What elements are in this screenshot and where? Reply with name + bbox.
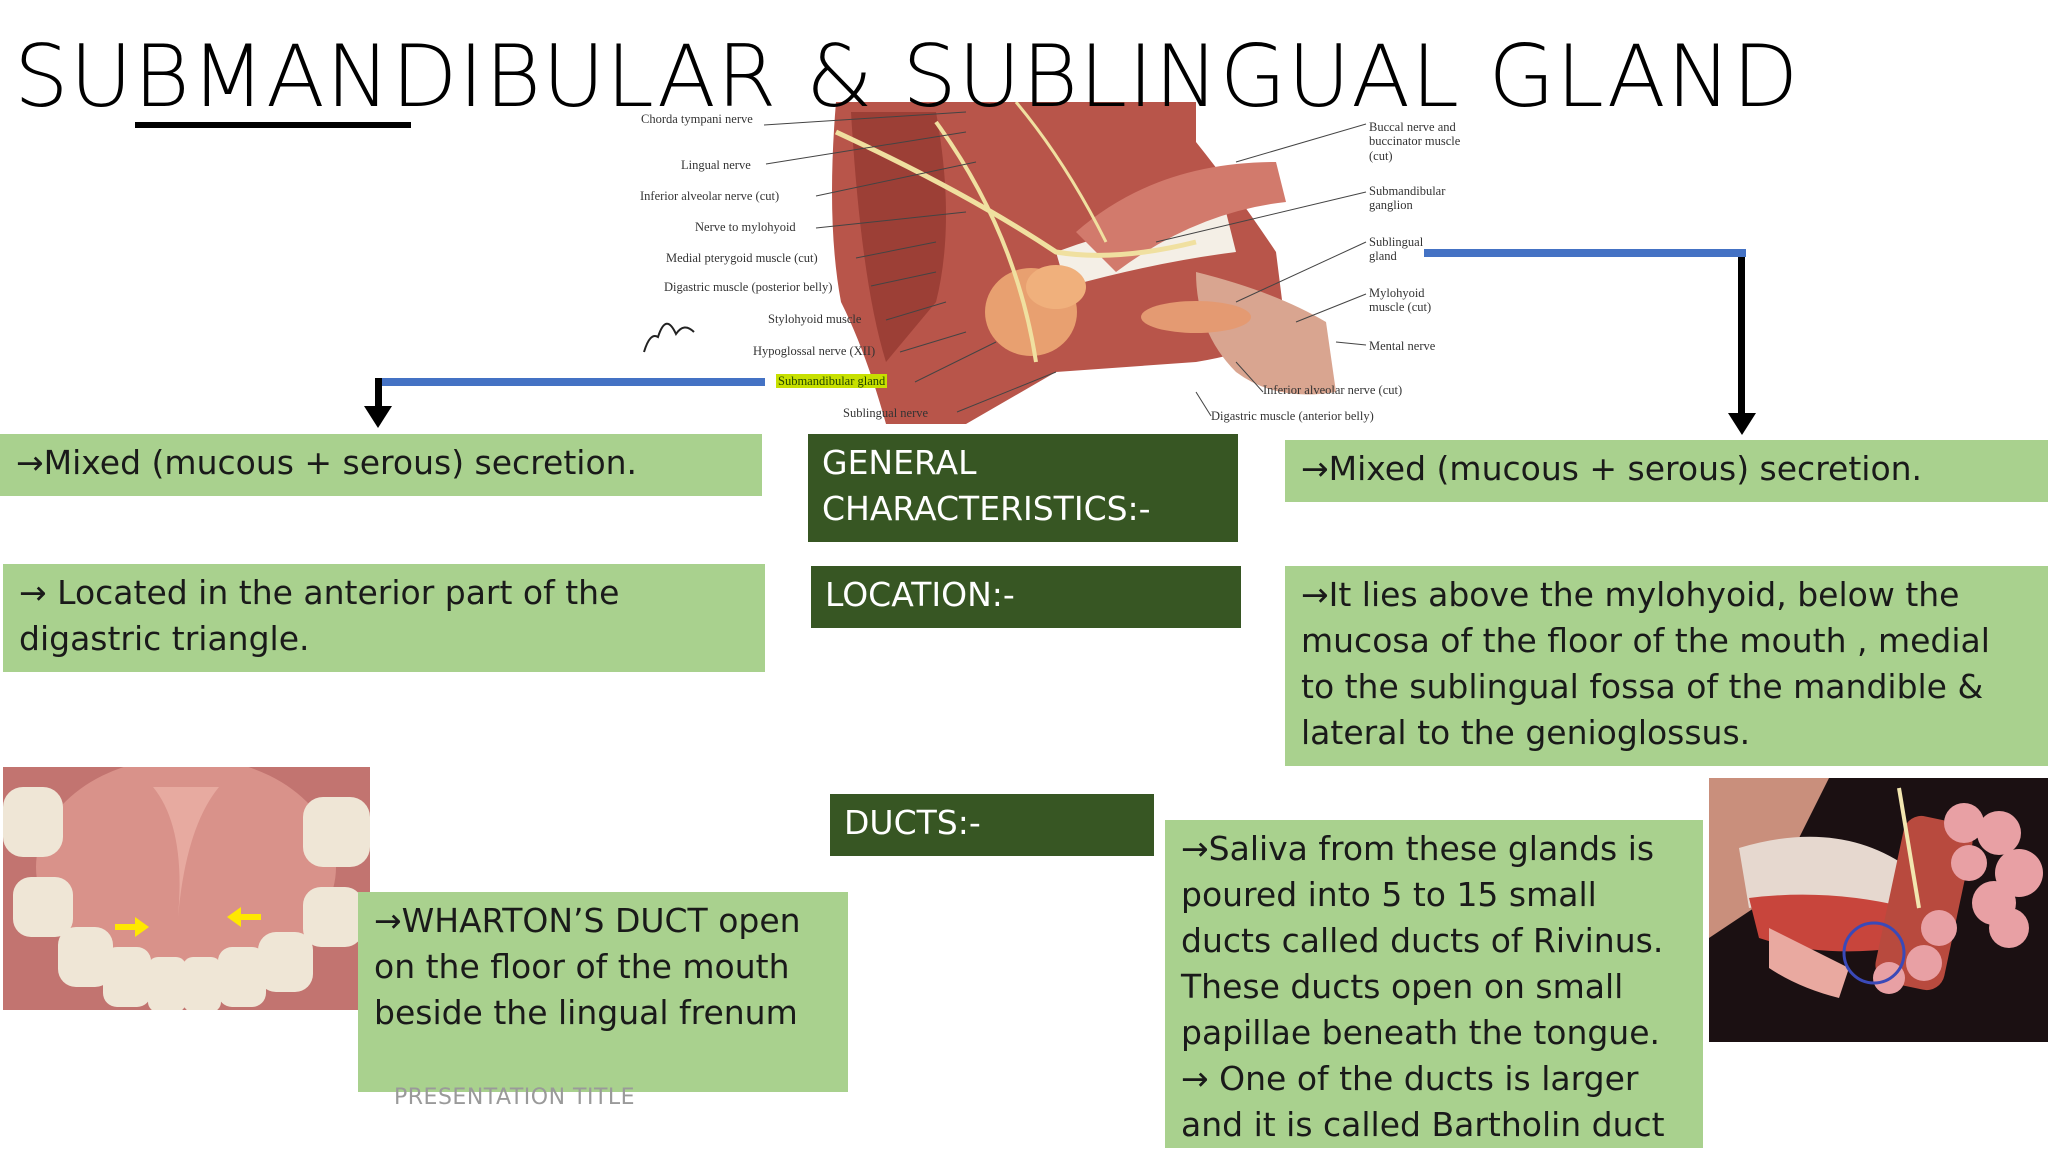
floor-of-mouth-drawing xyxy=(3,767,370,1010)
label-nerve-to-mylohyoid: Nerve to mylohyoid xyxy=(695,220,796,234)
label-medial-pterygoid: Medial pterygoid muscle (cut) xyxy=(666,251,818,265)
label-mental-nerve: Mental nerve xyxy=(1369,339,1436,353)
left-connector-line xyxy=(375,378,765,386)
label-inferior-alveolar-nerve-right: Inferior alveolar nerve (cut) xyxy=(1263,383,1403,397)
label-sublingual-nerve: Sublingual nerve xyxy=(843,406,929,420)
label-sublingual-gland: Sublingual gland xyxy=(1369,235,1424,264)
sublingual-gland-illustration xyxy=(1709,778,2048,1042)
head-neck-dissection-drawing xyxy=(643,102,1367,424)
label-chorda-tympani: Chorda tympani nerve xyxy=(641,112,753,126)
right-connector-line xyxy=(1424,249,1746,257)
sublingual-secretion-box: →Mixed (mucous + serous) secretion. xyxy=(1285,440,2048,502)
left-arrow-head xyxy=(364,406,392,428)
sublingual-location-box: →It lies above the mylohyoid, below the … xyxy=(1285,566,2048,766)
general-characteristics-heading: GENERAL CHARACTERISTICS:- xyxy=(808,434,1238,542)
right-arrow-marker xyxy=(115,917,149,937)
label-lingual-nerve: Lingual nerve xyxy=(681,158,751,172)
wharton-duct-box: →WHARTON’S DUCT open on the floor of the… xyxy=(358,892,848,1092)
label-stylohyoid: Stylohyoid muscle xyxy=(768,312,862,326)
floor-of-mouth-photo xyxy=(3,767,370,1010)
left-arrow-stem xyxy=(375,378,382,408)
rivinus-text: →Saliva from these glands is poured into… xyxy=(1181,829,1664,1052)
ducts-heading: DUCTS:- xyxy=(830,794,1154,856)
label-digastric-posterior: Digastric muscle (posterior belly) xyxy=(664,280,833,294)
footer-presentation-title: PRESENTATION TITLE xyxy=(394,1085,636,1110)
slide-title: SUBMANDIBULAR & SUBLINGUAL GLAND xyxy=(14,27,1800,127)
label-submandibular-gland: Submandibular gland xyxy=(776,374,888,389)
bartholin-text: → One of the ducts is larger and it is c… xyxy=(1181,1059,1665,1144)
label-digastric-anterior: Digastric muscle (anterior belly) xyxy=(1211,409,1374,423)
right-arrow-stem xyxy=(1738,257,1745,415)
label-mylohyoid: Mylohyoid muscle (cut) xyxy=(1369,286,1432,315)
title-underline xyxy=(135,122,411,128)
location-heading: LOCATION:- xyxy=(811,566,1241,628)
anatomy-illustration: Chorda tympani nerve Lingual nerve Infer… xyxy=(636,102,1491,424)
gland-drawing xyxy=(1709,778,2048,1042)
label-inferior-alveolar-nerve-left: Inferior alveolar nerve (cut) xyxy=(640,189,780,203)
submandibular-secretion-box: →Mixed (mucous + serous) secretion. xyxy=(0,434,762,496)
label-buccal-nerve: Buccal nerve and buccinator muscle (cut) xyxy=(1369,120,1461,163)
ducts-of-rivinus-box: →Saliva from these glands is poured into… xyxy=(1165,820,1703,1148)
left-arrow-marker xyxy=(227,907,261,927)
right-arrow-head xyxy=(1728,413,1756,435)
label-hypoglossal-nerve: Hypoglossal nerve (XII) xyxy=(753,344,876,358)
label-submandibular-ganglion: Submandibular ganglion xyxy=(1369,184,1446,213)
submandibular-location-box: → Located in the anterior part of the di… xyxy=(3,564,765,672)
